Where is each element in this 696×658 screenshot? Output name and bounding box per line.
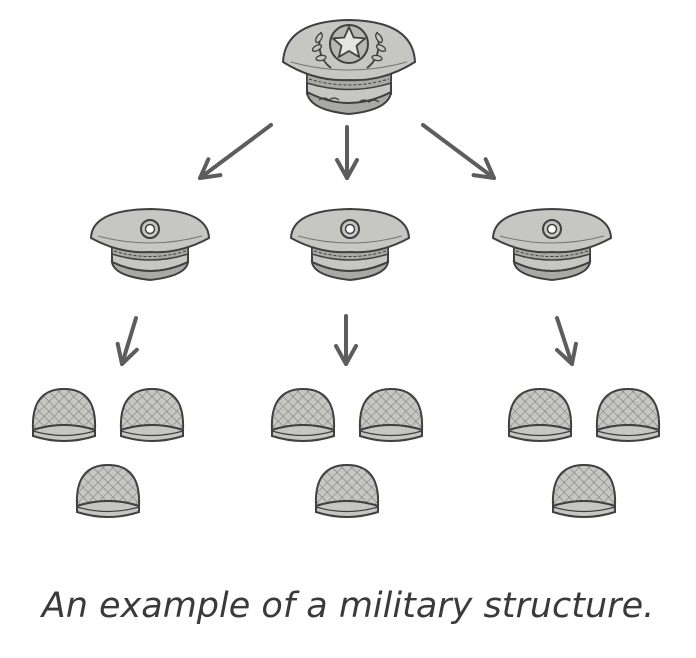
officer-cap-icon xyxy=(492,208,612,281)
arrow-to-officer-left xyxy=(191,123,273,188)
diagram-caption: An example of a military structure. xyxy=(41,586,655,626)
soldier-helmet-icon xyxy=(507,388,573,442)
arrow-to-officer-center xyxy=(335,125,359,180)
arrow-to-squad-right xyxy=(554,316,584,370)
arrow-to-squad-center xyxy=(334,314,358,366)
soldier-helmet-icon xyxy=(119,388,185,442)
officer-cap-icon xyxy=(290,208,410,281)
general-cap-icon xyxy=(281,18,417,116)
soldier-helmet-icon xyxy=(270,388,336,442)
soldier-helmet-icon xyxy=(551,464,617,518)
soldier-helmet-icon xyxy=(31,388,97,442)
soldier-helmet-icon xyxy=(75,464,141,518)
soldier-helmet-icon xyxy=(595,388,661,442)
officer-cap-icon xyxy=(90,208,210,281)
soldier-helmet-icon xyxy=(358,388,424,442)
arrow-to-squad-left xyxy=(110,316,139,369)
arrow-to-officer-right xyxy=(421,123,503,188)
soldier-helmet-icon xyxy=(314,464,380,518)
